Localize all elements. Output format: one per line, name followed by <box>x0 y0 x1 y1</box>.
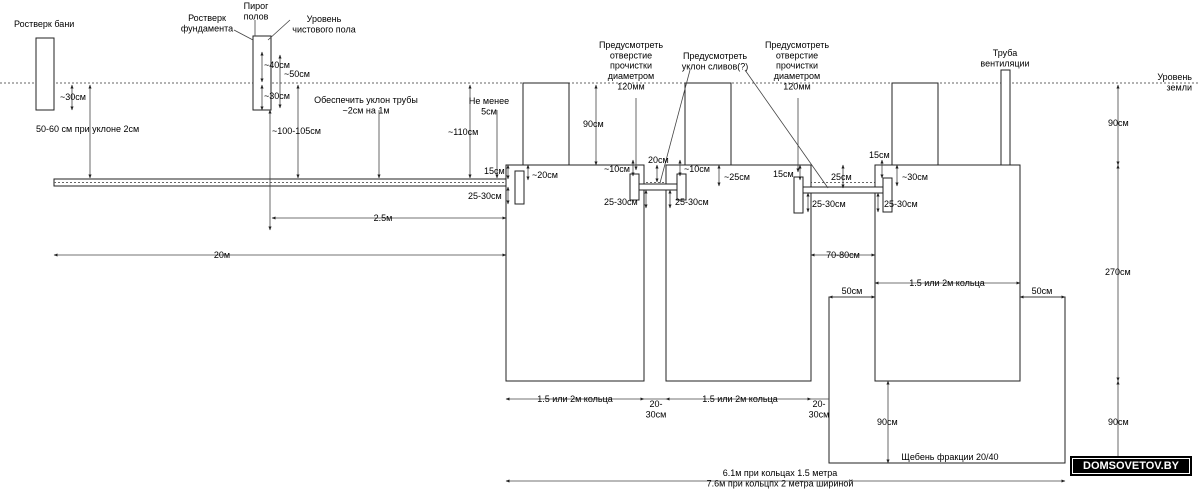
dim-text-20-a: ~20см <box>532 170 558 180</box>
dim-text-270: 270см <box>1105 267 1131 277</box>
well-3-neck <box>891 82 939 166</box>
dim-text-50-left: 50см <box>842 286 863 296</box>
leader-uklon <box>659 69 691 184</box>
dim-text-90-well1: 90см <box>583 119 604 129</box>
dim-text-30-left: ~30см <box>60 92 86 102</box>
connector-pipe-1 <box>635 183 681 191</box>
dim-text-90-bottom-right: 90см <box>1108 417 1129 427</box>
dim-text-100-105: ~100-105см <box>272 126 321 136</box>
well-2-ring <box>665 164 812 382</box>
well-2-neck <box>684 82 732 166</box>
dim-text-70-80: 70-80см <box>826 250 860 260</box>
dim-text-25-30-b: 25-30см <box>604 197 638 207</box>
dim-text-10-b: ~10см <box>684 164 710 174</box>
dim-text-gap-1: 20-30см <box>646 399 667 419</box>
dim-text-50: ~50см <box>284 69 310 79</box>
dim-text-ring-2: 1.5 или 2м кольца <box>702 394 777 404</box>
tee-4 <box>793 176 804 214</box>
dim-text-15-a: 15см <box>484 166 505 176</box>
label-shheben: Щебень фракции 20/40 <box>901 452 998 462</box>
dim-text-20-b: 20см <box>648 155 669 165</box>
dim-text-gap-2: 20-30см <box>809 399 830 419</box>
dim-text-20m: 20м <box>214 250 230 260</box>
dim-text-25-30-c: 25-30см <box>675 197 709 207</box>
tee-5 <box>882 177 893 213</box>
leader-rostverk-f <box>233 29 254 41</box>
dim-text-ring-3: 1.5 или 2м кольца <box>909 278 984 288</box>
label-rostverk-bani: Ростверк бани <box>14 19 74 29</box>
dim-text-2-5m: 2.5м <box>374 213 393 223</box>
connector-pipe-2 <box>799 186 885 194</box>
well-1-neck <box>522 82 570 166</box>
dim-text-25-b: 25см <box>831 172 852 182</box>
dim-text-40: ~40см <box>264 60 290 70</box>
leader-uroven-pola <box>267 19 291 41</box>
dim-text-15-c: 15см <box>869 150 890 160</box>
dim-text-25-30-d: 25-30см <box>812 199 846 209</box>
dim-text-90-top-right: 90см <box>1108 118 1129 128</box>
label-obespechit-uklon: Обеспечить уклон трубы~2см на 1м <box>314 95 418 115</box>
leader-opening-2 <box>744 69 829 189</box>
dim-text-10-a: ~10см <box>604 164 630 174</box>
dim-text-30-c: ~30см <box>902 172 928 182</box>
label-uklon-50-60: 50-60 см при уклоне 2см <box>36 124 139 134</box>
banya-rostverk <box>35 37 55 111</box>
dim-text-90-gravel: 90см <box>877 417 898 427</box>
dim-text-25-30-a: 25-30см <box>468 191 502 201</box>
tee-1 <box>514 170 525 205</box>
watermark-logo: DOMSOVETOV.BY <box>1070 456 1192 476</box>
dim-text-25-a: ~25см <box>724 172 750 182</box>
dim-text-50-right: 50см <box>1032 286 1053 296</box>
vent-pipe <box>1000 69 1011 166</box>
well-1-ring <box>505 164 645 382</box>
dim-text-30-floor: ~30см <box>264 91 290 101</box>
dim-text-110: ~110см <box>448 127 478 137</box>
well-3-ring <box>874 164 1021 382</box>
dim-text-ring-1: 1.5 или 2м кольца <box>537 394 612 404</box>
dim-text-15-b: 15см <box>773 169 794 179</box>
dim-text-25-30-e: 25-30см <box>884 199 918 209</box>
